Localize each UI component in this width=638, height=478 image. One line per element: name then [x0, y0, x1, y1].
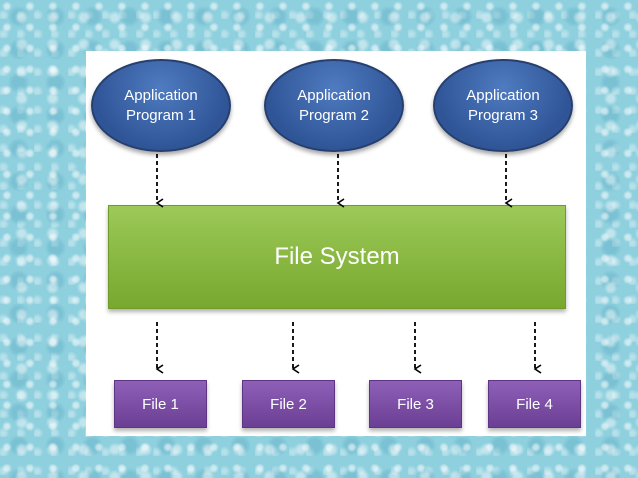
file-system-label: File System	[274, 243, 400, 270]
arrows-layer	[155, 154, 542, 374]
file-1-label: File 1	[142, 395, 179, 413]
application-program-3-label: Application Program 3	[466, 86, 540, 124]
application-program-2-label: Application Program 2	[297, 86, 371, 124]
file-3-box: File 3	[369, 380, 462, 428]
file-2-box: File 2	[242, 380, 335, 428]
application-program-1: Application Program 1	[91, 59, 231, 152]
file-4-label: File 4	[516, 395, 553, 413]
application-program-1-label: Application Program 1	[124, 86, 198, 124]
application-program-3: Application Program 3	[433, 59, 573, 152]
file-system-box: File System	[108, 205, 566, 309]
file-1-box: File 1	[114, 380, 207, 428]
file-3-label: File 3	[397, 395, 434, 413]
file-4-box: File 4	[488, 380, 581, 428]
application-program-2: Application Program 2	[264, 59, 404, 152]
file-2-label: File 2	[270, 395, 307, 413]
diagram-canvas: Application Program 1 Application Progra…	[86, 51, 586, 436]
